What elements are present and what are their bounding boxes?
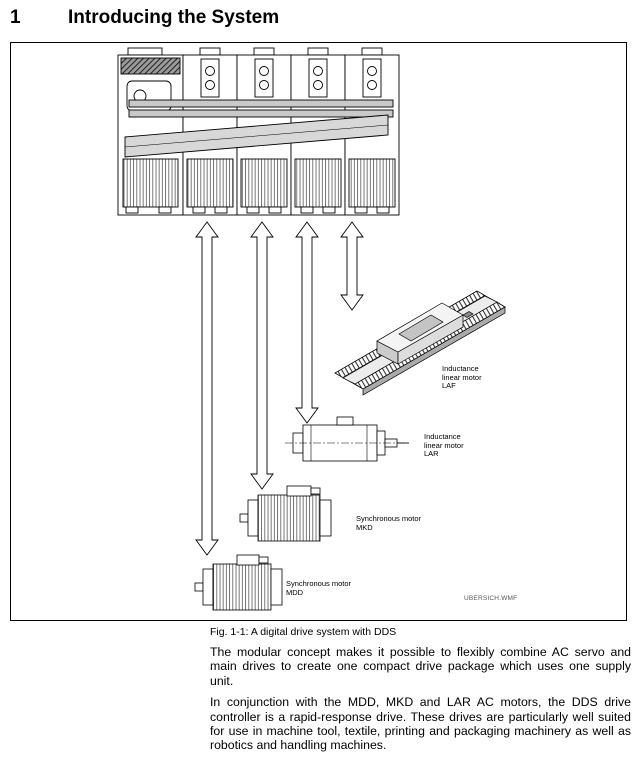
drive-module	[344, 47, 400, 216]
arrow-to-laf	[340, 221, 364, 311]
label-lar-line1: Inductance	[424, 432, 461, 441]
label-mkd: Synchronous motor MKD	[356, 514, 422, 532]
motor-lar	[285, 416, 409, 462]
figure-caption: Fig. 1-1: A digital drive system with DD…	[210, 626, 397, 638]
motor-mdd	[194, 554, 283, 611]
label-laf: Inductance linear motor LAF	[442, 364, 482, 391]
body-paragraph-1: The modular concept makes it possible to…	[210, 645, 631, 688]
figure-watermark: UBERSICH.WMF	[464, 595, 518, 602]
label-mdd: Synchronous motor MDD	[286, 579, 352, 597]
motor-mkd	[239, 485, 332, 542]
body-text: The modular concept makes it possible to…	[210, 645, 631, 753]
chapter-title: Introducing the System	[68, 7, 280, 28]
label-mkd-line2: MKD	[356, 522, 373, 532]
label-lar-line2: linear motor	[424, 440, 464, 450]
label-mdd-line2: MDD	[286, 587, 304, 597]
label-lar-line3: LAR	[424, 449, 439, 459]
drive-rack	[117, 47, 400, 216]
label-laf-line1: Inductance	[442, 364, 479, 373]
chapter-heading: 1 Introducing the System	[10, 7, 279, 29]
dc-bus-bars	[128, 99, 394, 118]
chapter-number: 1	[10, 7, 21, 28]
label-laf-line3: LAF	[442, 381, 456, 391]
arrow-to-mdd	[195, 221, 219, 556]
label-mdd-line1: Synchronous motor	[286, 579, 352, 588]
cable-tray	[124, 114, 389, 158]
body-paragraph-2: In conjunction with the MDD, MKD and LAR…	[210, 695, 631, 753]
drive-system-diagram	[117, 47, 506, 611]
label-laf-line2: linear motor	[442, 372, 482, 382]
figure-frame: Inductance linear motor LAF Inductance l…	[10, 42, 627, 621]
arrow-to-mkd	[250, 221, 274, 490]
arrow-to-lar	[295, 221, 319, 424]
connection-arrows	[195, 221, 364, 556]
label-lar: Inductance linear motor LAR	[424, 432, 464, 459]
motor-laf	[334, 290, 506, 396]
label-mkd-line1: Synchronous motor	[356, 514, 422, 523]
power-supply-module	[117, 47, 184, 216]
